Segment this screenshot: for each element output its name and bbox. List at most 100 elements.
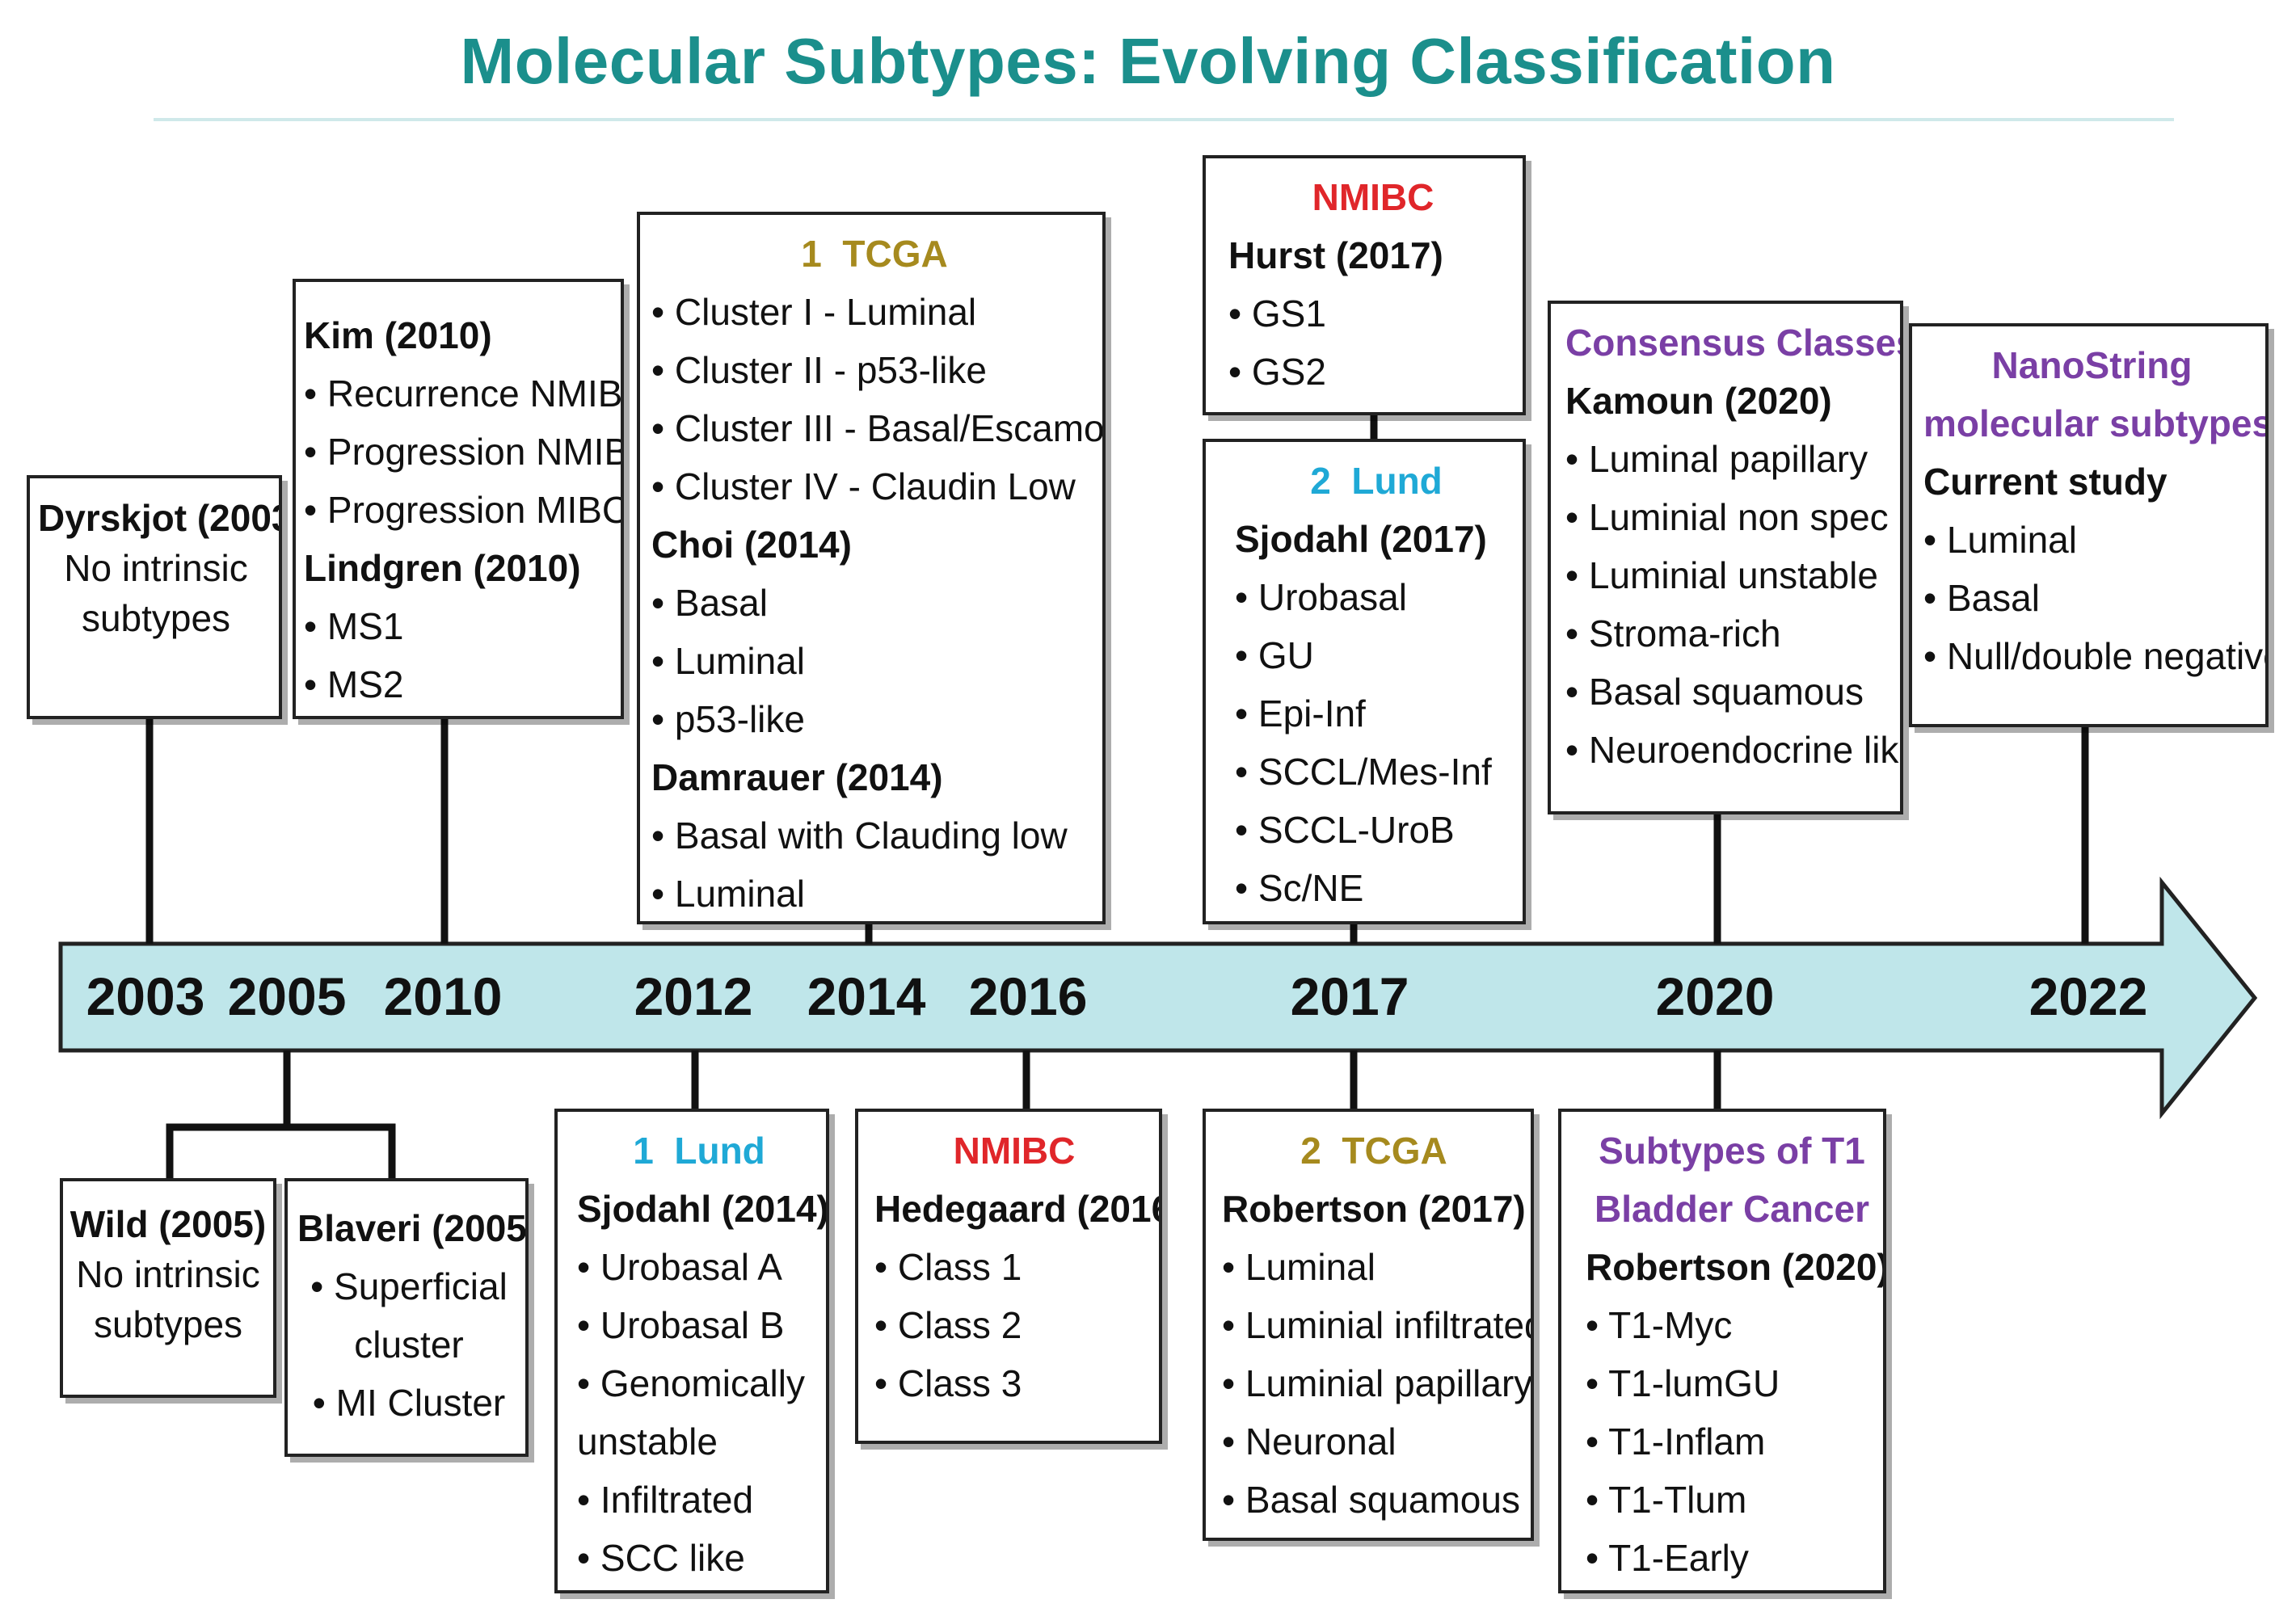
- list-item: SCC like: [577, 1529, 821, 1587]
- box-lund-1: 1 Lund Sjodahl (2014) Urobasal A Urobasa…: [554, 1109, 829, 1593]
- list-item: T1-lumGU: [1586, 1354, 1878, 1412]
- list-item: Genomically: [577, 1354, 821, 1412]
- box-tcga-1: 1 TCGA Cluster I - Luminal Cluster II - …: [637, 212, 1106, 924]
- list-item: GS2: [1228, 343, 1518, 401]
- list-item: SCCL/Mes-Inf: [1235, 743, 1518, 801]
- list-item: Urobasal A: [577, 1238, 821, 1296]
- box-caption: 1 TCGA: [651, 225, 1097, 283]
- box-heading: Kamoun (2020): [1565, 380, 1832, 422]
- list-item: Luminal: [1222, 1238, 1526, 1296]
- box-text: No intrinsic: [76, 1253, 260, 1295]
- list-item: SCCL-UroB: [1235, 801, 1518, 859]
- year-2005: 2005: [227, 966, 347, 1026]
- list-item: Neuronal: [1222, 1412, 1526, 1471]
- list-item: p53-like: [651, 690, 1097, 748]
- box-blaveri-2005: Blaveri (2005) Superficial cluster MI Cl…: [284, 1178, 529, 1457]
- list-item: Stroma-rich: [1565, 604, 1895, 663]
- box-heading: Sjodahl (2017): [1235, 518, 1487, 560]
- list-item-continued: cluster: [354, 1324, 464, 1366]
- year-2016: 2016: [968, 966, 1088, 1026]
- list-item: Luminal: [651, 632, 1097, 690]
- list-item-continued: unstable: [577, 1420, 718, 1463]
- list-item: Class 1: [874, 1238, 1154, 1296]
- box-heading: Lindgren (2010): [304, 547, 581, 589]
- box-heading: Hedegaard (2016): [874, 1188, 1162, 1230]
- list-item: Urobasal B: [577, 1296, 821, 1354]
- list-item: GU: [1235, 626, 1518, 684]
- list-item: Neuroendocrine like: [1565, 721, 1900, 779]
- list-item: Superficial: [297, 1257, 520, 1315]
- caption-label: TCGA: [1342, 1130, 1447, 1172]
- box-hedegaard-2016: NMIBC Hedegaard (2016) Class 1 Class 2 C…: [855, 1109, 1162, 1444]
- list-item: MS1: [304, 597, 616, 655]
- caption-number: 2: [1300, 1130, 1321, 1172]
- list-item: Epi-Inf: [1235, 684, 1518, 743]
- list-item: Sc/NE: [1235, 859, 1518, 917]
- list-item: Luminial papillary: [1222, 1354, 1531, 1412]
- box-dyrskjot-2003: Dyrskjot (2003) No intrinsic subtypes: [27, 475, 282, 719]
- box-text: subtypes: [93, 1303, 243, 1345]
- box-lund-2: 2 Lund Sjodahl (2017) Urobasal GU Epi-In…: [1203, 439, 1526, 924]
- box-heading: Current study: [1923, 461, 2168, 503]
- list-item: MS2: [304, 655, 616, 713]
- box-heading: Choi (2014): [651, 524, 852, 566]
- list-item: Progression MIBC: [304, 481, 621, 539]
- box-caption: Consensus Classes: [1565, 322, 1903, 364]
- caption-label: Lund: [674, 1130, 765, 1172]
- box-heading: Robertson (2020): [1586, 1246, 1886, 1288]
- list-item: Basal: [651, 574, 1097, 632]
- list-item: Cluster IV - Claudin Low: [651, 457, 1097, 516]
- year-2014: 2014: [807, 966, 926, 1026]
- box-text: No intrinsic: [64, 547, 248, 589]
- list-item: Class 3: [874, 1354, 1154, 1412]
- list-item: Luminial unstable: [1565, 546, 1895, 604]
- list-item: Recurrence NMIBC: [304, 364, 621, 423]
- box-tcga-2: 2 TCGA Robertson (2017) Luminal Luminial…: [1203, 1109, 1534, 1541]
- list-item: Cluster II - p53-like: [651, 341, 1097, 399]
- caption-number: 2: [1310, 460, 1331, 502]
- list-item: Luminal: [1923, 511, 2260, 569]
- box-caption: Bladder Cancer: [1594, 1188, 1869, 1230]
- box-heading: Damrauer (2014): [651, 756, 943, 798]
- title-divider: [154, 118, 2174, 121]
- caption-label: TCGA: [842, 233, 948, 275]
- box-hurst-2017: NMIBC Hurst (2017) GS1 GS2: [1203, 155, 1526, 415]
- year-2003: 2003: [86, 966, 205, 1026]
- list-item: Basal with Clauding low: [651, 806, 1097, 865]
- list-item: Null/double negative: [1923, 627, 2265, 685]
- list-item: Class 2: [874, 1296, 1154, 1354]
- box-kim-lindgren-2010: Kim (2010) Recurrence NMIBC Progression …: [293, 279, 624, 719]
- box-text: subtypes: [81, 597, 231, 639]
- connector-lines: [145, 414, 2089, 1180]
- box-caption: NMIBC: [1312, 176, 1434, 218]
- caption-number: 1: [633, 1130, 654, 1172]
- list-item: Urobasal: [1235, 568, 1518, 626]
- list-item: T1-Early: [1586, 1529, 1878, 1587]
- box-caption: NMIBC: [953, 1130, 1076, 1172]
- connector-2005-branch: [166, 1123, 396, 1180]
- list-item: Cluster III - Basal/Escamoso: [651, 399, 1102, 457]
- box-heading: Robertson (2017): [1222, 1188, 1526, 1230]
- year-2012: 2012: [634, 966, 753, 1026]
- box-wild-2005: Wild (2005) No intrinsic subtypes: [60, 1178, 276, 1398]
- year-2017: 2017: [1290, 966, 1409, 1026]
- list-item: MI Cluster: [297, 1374, 520, 1432]
- box-caption: 2 Lund: [1235, 452, 1518, 510]
- list-item: Luminal: [651, 865, 1097, 921]
- list-item: Cluster I - Luminal: [651, 283, 1097, 341]
- list-item: T1-Myc: [1586, 1296, 1878, 1354]
- box-heading: Wild (2005): [70, 1203, 267, 1245]
- box-heading: Dyrskjot (2003): [38, 497, 282, 539]
- caption-label: Lund: [1351, 460, 1443, 502]
- timeline-arrow: [58, 876, 2258, 1120]
- box-caption: Subtypes of T1: [1599, 1130, 1865, 1172]
- year-2020: 2020: [1655, 966, 1775, 1026]
- list-item: Progression NMIBC: [304, 423, 621, 481]
- list-item: Luminial infiltrated: [1222, 1296, 1531, 1354]
- year-2022: 2022: [2028, 966, 2148, 1026]
- list-item: T1-Inflam: [1586, 1412, 1878, 1471]
- box-nanostring-2022: NanoString molecular subtypes Current st…: [1909, 323, 2269, 727]
- list-item: Basal: [1923, 569, 2260, 627]
- list-item: Luminal papillary: [1565, 430, 1895, 488]
- list-item: T1-Tlum: [1586, 1471, 1878, 1529]
